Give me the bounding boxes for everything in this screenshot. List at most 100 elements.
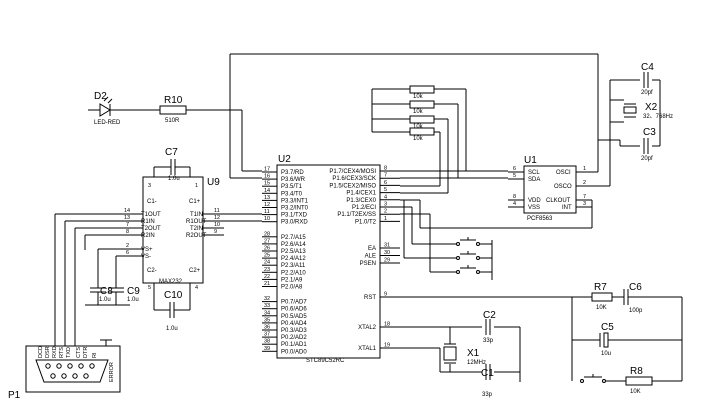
svg-text:DSR: DSR [45, 346, 51, 358]
u2-pin-number: 35 [264, 317, 270, 323]
svg-text:10: 10 [214, 222, 220, 228]
capacitor-c4: C4 20pf [641, 62, 654, 96]
u2-pin-name: P3.2/INT0 [281, 206, 309, 212]
ref-x2: X2 [645, 102, 658, 113]
svg-text:12: 12 [214, 215, 220, 221]
u2-pin-name: EA [368, 246, 376, 252]
ref-c9: C9 [127, 286, 140, 297]
u2-pin-name: P3.3/INT1 [281, 198, 309, 204]
svg-text:R1IN: R1IN [141, 219, 155, 225]
capacitor-c3: C3 20pf [641, 127, 656, 162]
u2-pin-name: P0.2/AD2 [281, 335, 307, 341]
svg-text:8: 8 [513, 194, 516, 200]
u2-pin-number: 14 [264, 188, 270, 194]
ref-r10: R10 [164, 95, 183, 106]
u2-pin-name: P3.6/WR [281, 177, 306, 183]
val-x2: 32、768Hz [643, 114, 673, 120]
u2-right-pins: P1.7/CEX4/MOSI8P1.6/CEX3/SCK7P1.5/CEX2/M… [329, 166, 400, 352]
u2-pin-number: 36 [264, 325, 270, 331]
u2-pin-number: 32 [264, 296, 270, 302]
svg-text:C1+: C1+ [189, 199, 201, 205]
svg-text:SDA: SDA [528, 177, 540, 183]
val-u9: MAX232 [159, 279, 183, 285]
pushbutton-reset [580, 374, 606, 383]
ref-c8: C8 [100, 286, 113, 297]
u2-pin-name: P2.2/A10 [281, 270, 306, 276]
u2-pin-name: P0.3/AD3 [281, 328, 307, 334]
svg-text:13: 13 [124, 215, 130, 221]
svg-text:T2OUT: T2OUT [141, 226, 161, 232]
u2-pin-name: P2.5/A13 [281, 249, 306, 255]
u2-pin-name: P0.7/AD7 [281, 300, 307, 306]
ref-r8: R8 [630, 366, 643, 377]
u2-pin-name: P2.4/A12 [281, 256, 306, 262]
u2-pin-number: 26 [264, 246, 270, 252]
val-c1: 33p [482, 392, 493, 398]
svg-text:R1OUT: R1OUT [186, 219, 207, 225]
u2-pin-name: PSEN [360, 261, 376, 267]
u2-pin-name: P0.0/AD0 [281, 349, 307, 355]
val-c3: 20pf [641, 156, 653, 162]
ref-u1: U1 [524, 155, 537, 166]
u2-pin-number: 7 [384, 173, 387, 179]
ref-c10: C10 [164, 290, 183, 301]
ref-c4: C4 [641, 62, 654, 73]
val-c9: 1.0u [127, 297, 139, 303]
u2-pin-number: 8 [384, 166, 387, 172]
u2-pin-name: P3.7/RD [281, 170, 304, 176]
u2-pin-number: 29 [384, 258, 390, 264]
u2-pin-number: 22 [264, 274, 270, 280]
u2-pin-name: P2.1/A9 [281, 277, 303, 283]
svg-text:1: 1 [195, 183, 198, 189]
svg-text:C1-: C1- [147, 199, 157, 205]
capacitor-c2: C2 33p [483, 310, 496, 344]
u2-pin-name: P1.2/ECI [352, 205, 376, 211]
u2-pin-name: P2.7/A15 [281, 235, 306, 241]
led-d2: D2 LED-RED [94, 91, 121, 126]
ref-d2: D2 [94, 91, 107, 102]
svg-text:VDD: VDD [528, 198, 541, 204]
u2-pin-number: 30 [384, 250, 390, 256]
svg-text:DTR: DTR [83, 347, 89, 358]
u2-pin-name: P3.5/T1 [281, 184, 303, 190]
connector-p1: DCD DSR RXD RTS TXD CTS DTR RI ERROR P1 [8, 345, 121, 400]
val-r7: 10K [596, 305, 607, 311]
svg-text:11: 11 [214, 208, 220, 214]
pushbutton-s1 [456, 237, 480, 246]
svg-text:VSS: VSS [528, 205, 540, 211]
val-c4: 20pf [641, 90, 653, 96]
u2-pin-name: P1.1/T2EX/SS [337, 212, 376, 218]
u2-pin-name: P3.4/T0 [281, 191, 303, 197]
val-pullup-3: 10k [413, 124, 424, 130]
resistor-r7: R7 10K [591, 282, 613, 311]
svg-text:RI: RI [92, 352, 98, 358]
u2-pin-number: 13 [264, 195, 270, 201]
crystal-x2: X2 32、768Hz [623, 102, 673, 120]
ref-u2: U2 [278, 154, 291, 165]
u2-left-pins: P3.7/RD17P3.6/WR16P3.5/T115P3.4/T014P3.3… [262, 167, 309, 355]
u2-pin-name: XTAL2 [358, 325, 377, 331]
svg-text:6: 6 [513, 166, 516, 172]
ref-r7: R7 [594, 282, 607, 293]
svg-text:4: 4 [195, 285, 198, 291]
ref-c5: C5 [601, 322, 614, 333]
u2-pin-number: 11 [264, 209, 270, 215]
svg-text:OSCI: OSCI [556, 170, 571, 176]
svg-text:TXD: TXD [66, 347, 72, 358]
svg-text:CLKOUT: CLKOUT [546, 198, 571, 204]
crystal-x1: X1 12MHz [443, 343, 486, 366]
u2-pin-name: P1.4/CEX1 [346, 191, 376, 197]
u2-pin-name: P0.6/AD6 [281, 307, 307, 313]
val-c8: 1.0u [99, 297, 111, 303]
u2-pin-name: XTAL1 [358, 346, 377, 352]
resistor-r10: R10 510R [159, 95, 187, 124]
u2-pin-number: 12 [264, 202, 270, 208]
u2-pin-number: 2 [384, 209, 387, 215]
svg-text:8: 8 [126, 229, 129, 235]
pushbutton-s3 [456, 265, 480, 274]
svg-text:5: 5 [513, 173, 516, 179]
u2-pin-name: P0.4/AD4 [281, 321, 307, 327]
u2-pin-number: 17 [264, 167, 270, 173]
ref-p1: P1 [8, 390, 21, 400]
